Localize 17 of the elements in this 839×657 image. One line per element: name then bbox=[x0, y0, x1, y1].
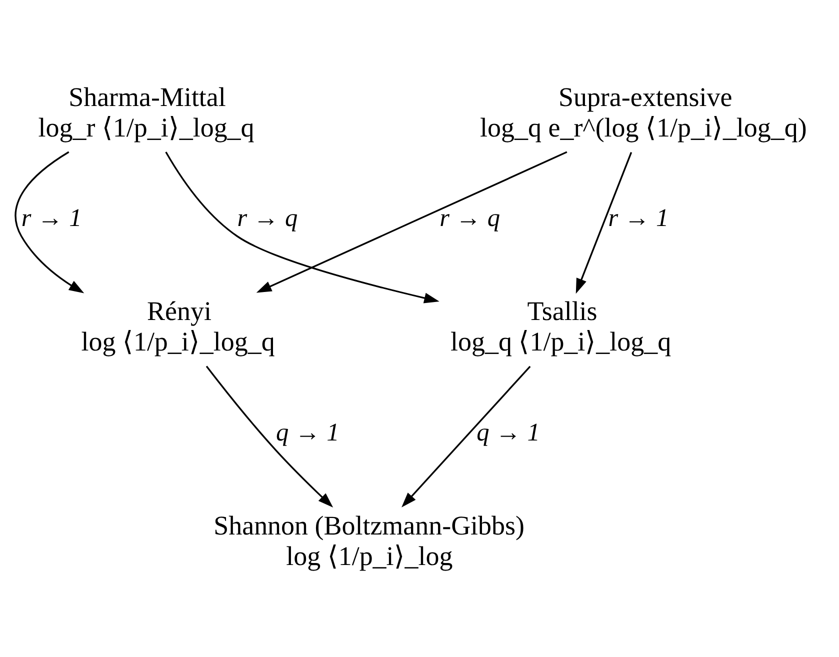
edge-label: r → 1 bbox=[608, 204, 669, 232]
node-text: Supra-extensive log_q e_r^(log ⟨1/p_i⟩_log_q) bbox=[480, 82, 807, 142]
arrow bbox=[402, 365, 531, 507]
arrow bbox=[256, 150, 568, 292]
arrow bbox=[576, 151, 632, 294]
node-text: Tsallis log_q ⟨1/p_i⟩_log_q bbox=[450, 296, 672, 356]
node-text: Rényi log ⟨1/p_i⟩_log_q bbox=[81, 296, 275, 356]
node-text: Shannon (Boltzmann-Gibbs) log ⟨1/p_i⟩_log bbox=[214, 510, 524, 570]
arrow bbox=[14, 150, 84, 293]
arrow bbox=[165, 151, 440, 303]
edge-label: r → q bbox=[237, 204, 298, 232]
arrow bbox=[206, 365, 334, 508]
node-text: Sharma-Mittal log_r ⟨1/p_i⟩_log_q bbox=[38, 82, 254, 142]
edge-label: r → 1 bbox=[21, 204, 82, 232]
edge-label: r → q bbox=[440, 204, 500, 232]
edge-label: q → 1 bbox=[476, 418, 540, 446]
edge-label: q → 1 bbox=[276, 418, 340, 446]
